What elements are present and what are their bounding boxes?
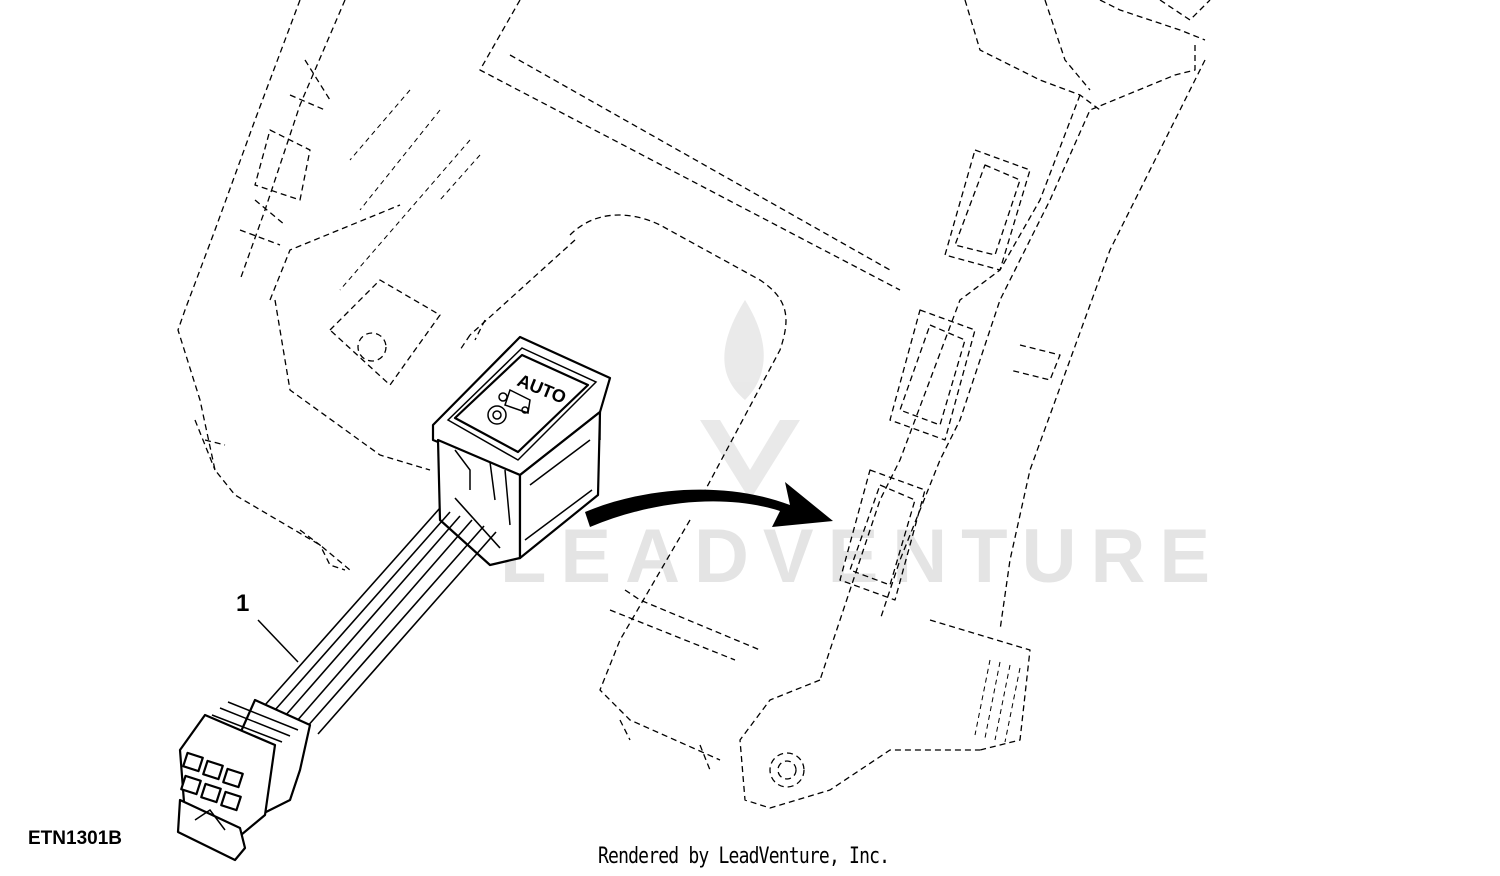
harness-connector [176,698,312,862]
callout-number-1: 1 [236,590,250,617]
wire-harness [264,497,501,735]
lock-symbol-icon [487,405,507,425]
watermark-text: LEADVENTURE [500,514,1224,599]
console-top-outline [269,0,901,471]
auto-switch: AUTO [431,335,612,567]
callout-1-leader [257,619,299,663]
console-right-outline [739,0,1211,809]
console-panel-outline [469,214,787,771]
seat-symbol-icon [498,388,531,415]
console-left-outline [177,0,351,571]
credit-text: Rendered by LeadVenture, Inc. [598,844,890,869]
figure-id-label: ETN1301B [28,828,122,849]
install-direction-arrow [585,482,833,527]
watermark-logo [700,300,800,500]
